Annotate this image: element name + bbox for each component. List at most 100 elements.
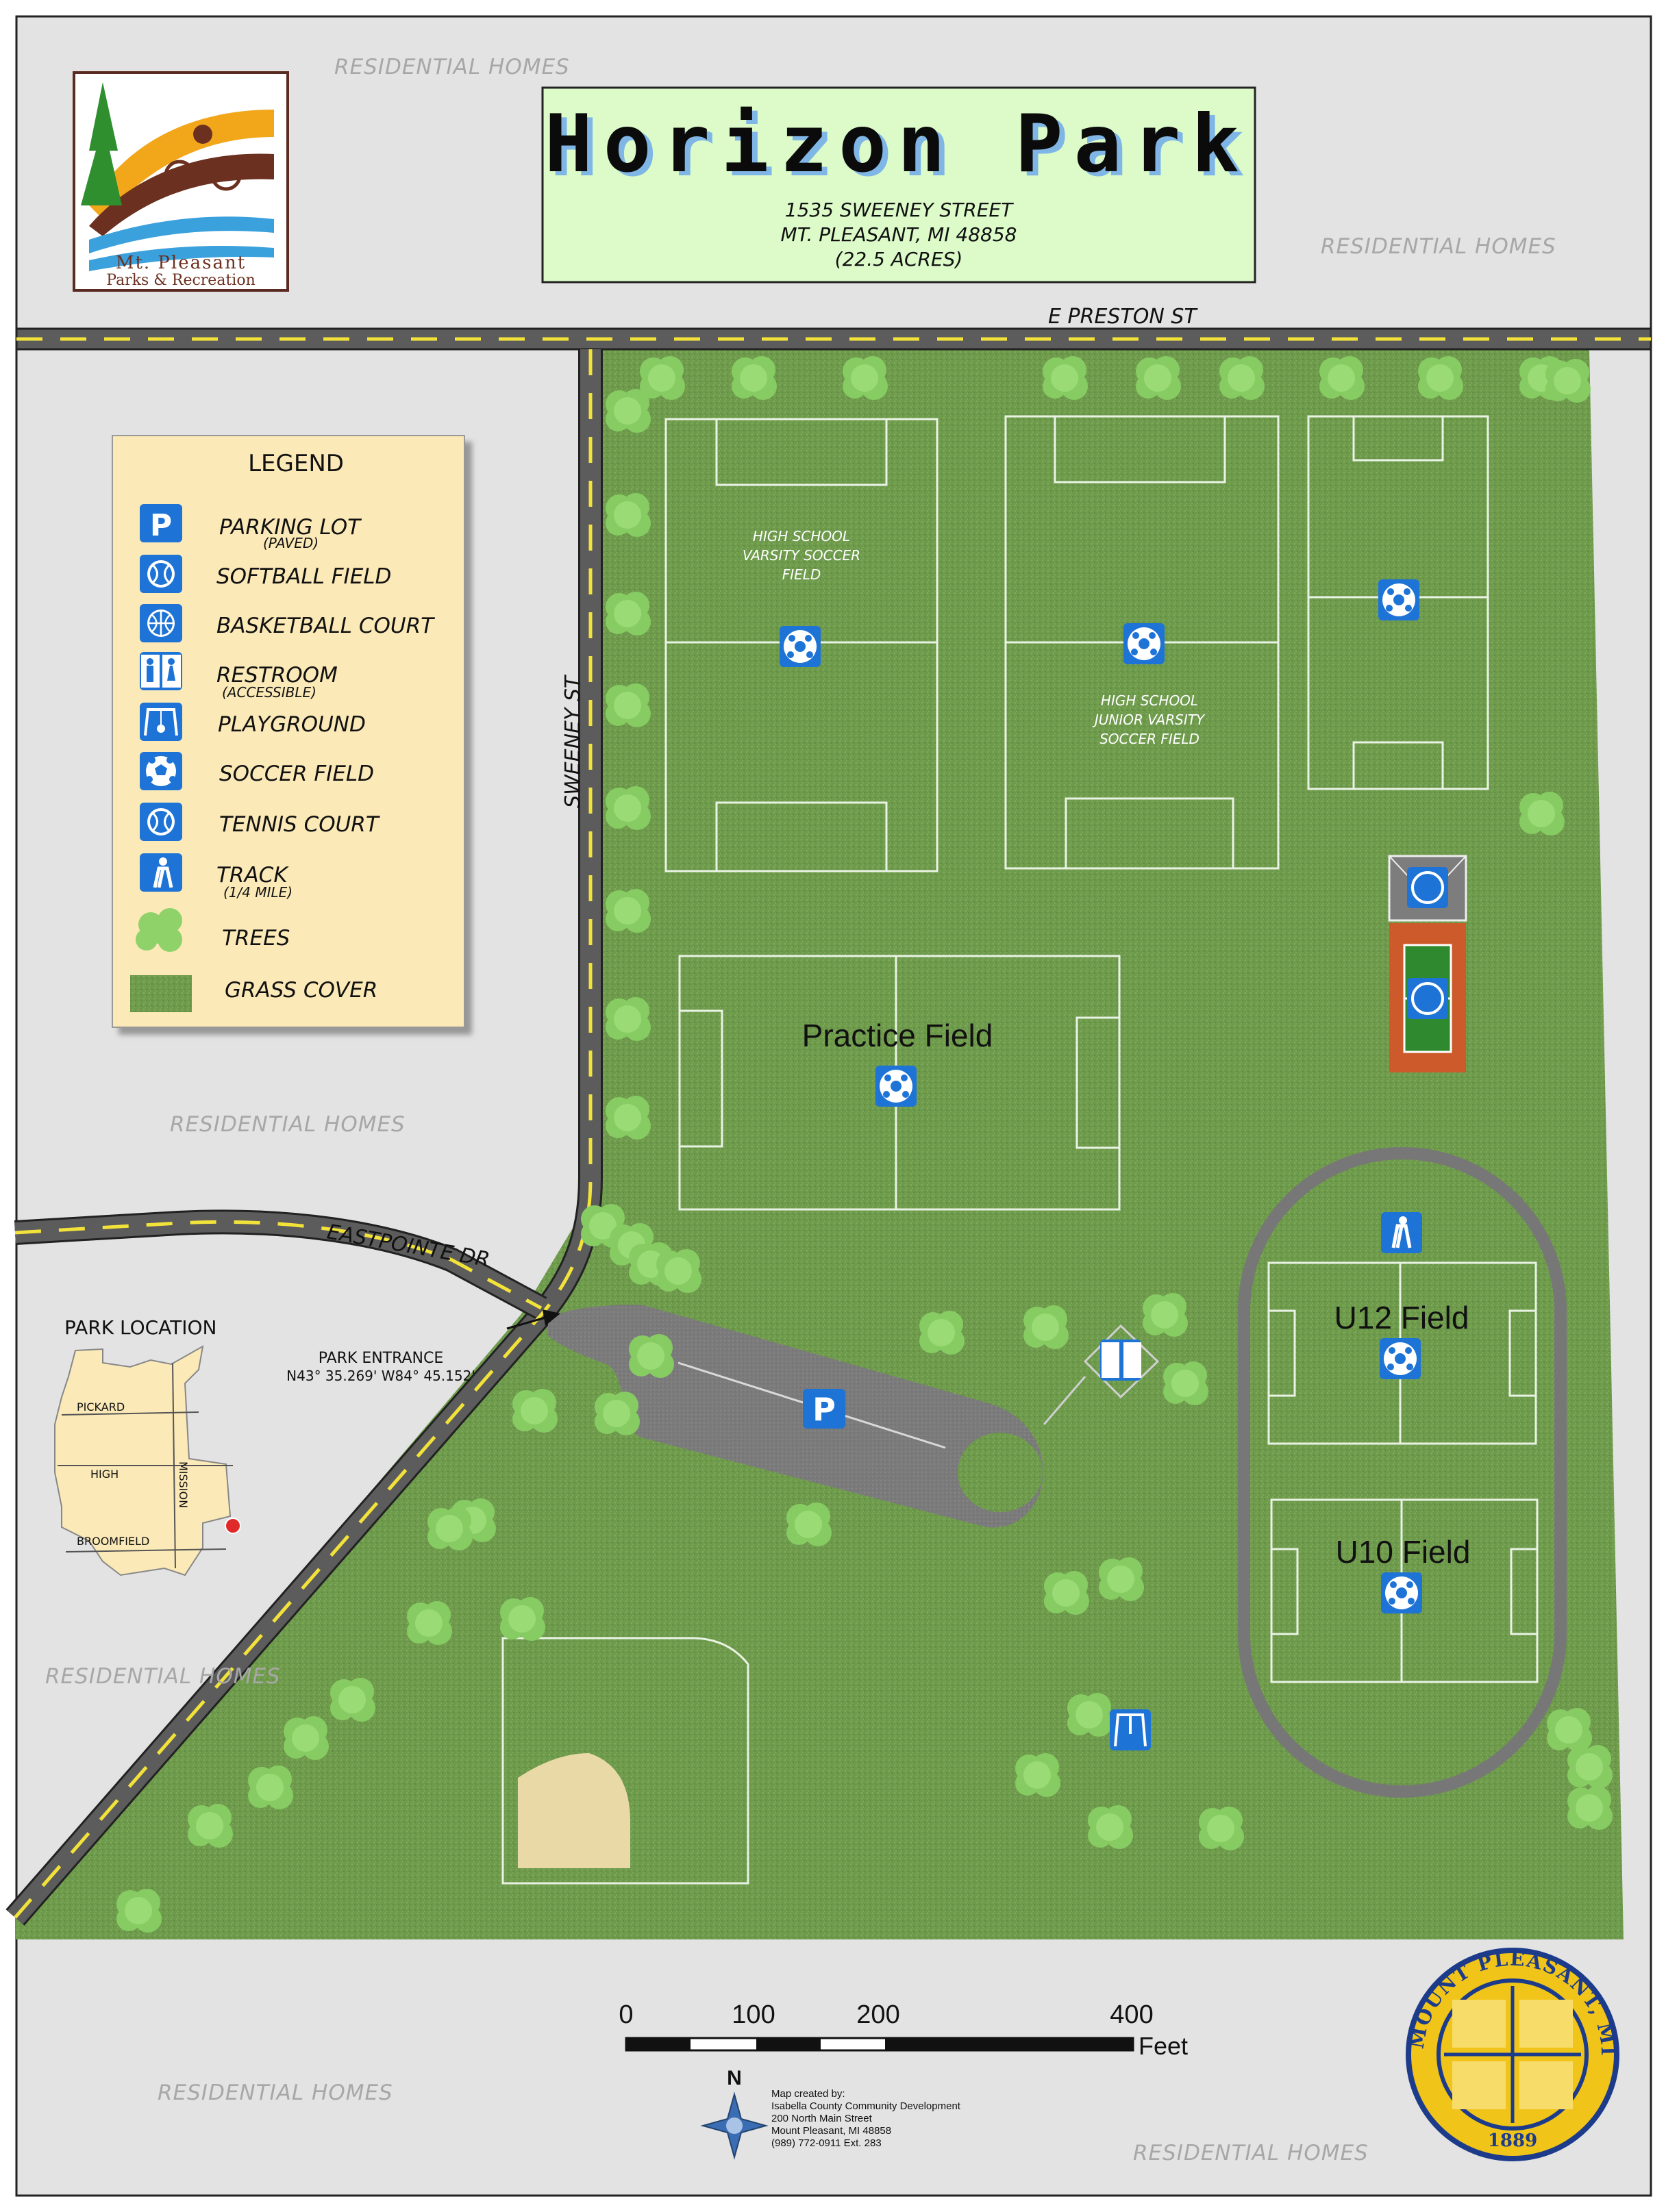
tree-icon	[248, 1765, 293, 1809]
tree-icon	[407, 1601, 452, 1645]
playground-icon	[1110, 1709, 1151, 1750]
junior-varsity-soccer-field: HIGH SCHOOL JUNIOR VARSITY SOCCER FIELD	[1004, 415, 1280, 870]
map-credits: Map created by: Isabella County Communit…	[771, 2088, 961, 2149]
map-icons	[780, 579, 1448, 1750]
address-city: MT. PLEASANT, MI 48858	[781, 223, 1017, 246]
softball-field	[501, 1637, 749, 1885]
tree-icon	[629, 1334, 674, 1378]
trees	[116, 356, 1613, 1933]
park-entrance-coords: N43° 35.269' W84° 45.152'	[286, 1368, 475, 1384]
tree-icon	[656, 1249, 701, 1293]
tree-icon	[919, 1311, 965, 1355]
field-label-line: JUNIOR VARSITY	[1092, 712, 1206, 728]
legend-sublabel: (1/4 MILE)	[223, 884, 293, 901]
residential-label: RESIDENTIAL HOMES	[1321, 234, 1556, 259]
restroom-building	[1043, 1324, 1160, 1425]
street-label-sweeney: SWEENEY ST	[561, 674, 585, 808]
tree-icon	[1136, 356, 1181, 400]
practice-field-label: Practice Field	[802, 1018, 993, 1053]
road-eastpointe	[14, 1209, 547, 1319]
tree-icon	[1567, 1786, 1613, 1830]
tree-icon	[606, 786, 651, 830]
running-track	[1238, 1147, 1567, 1798]
u12-field: U12 Field	[1267, 1261, 1537, 1445]
legend-label: SOFTBALL FIELD	[216, 564, 391, 589]
parking-symbol: P	[812, 1391, 836, 1428]
park-title: Horizon Park	[545, 98, 1250, 190]
legend: LEGEND P PARKING LOT (PAVED) SOFTBALL FI…	[112, 435, 465, 1028]
soccer-icon	[875, 1066, 917, 1107]
tree-icon	[1547, 1708, 1592, 1752]
tree-icon	[1143, 1293, 1188, 1337]
tree-icon	[1043, 356, 1088, 400]
north-label: N	[727, 2067, 742, 2089]
legend-label: PARKING LOT	[219, 515, 362, 540]
tree-icon	[606, 592, 651, 636]
legend-label: TENNIS COURT	[219, 812, 380, 837]
logo-line2: Parks & Recreation	[106, 272, 256, 289]
tree-icon	[1519, 792, 1565, 835]
park-grass-area	[15, 349, 1624, 1939]
practice-field: Practice Field	[678, 955, 1121, 1211]
tree-icon	[1567, 1745, 1613, 1789]
tree-icon	[512, 1389, 558, 1433]
field-label-line: FIELD	[782, 566, 821, 583]
svg-text:P: P	[150, 508, 172, 543]
tree-icon	[606, 683, 651, 727]
inset-road-label: BROOMFIELD	[77, 1535, 149, 1548]
tree-icon	[606, 493, 651, 537]
legend-sublabel: (PAVED)	[263, 535, 319, 551]
u10-field-label: U10 Field	[1336, 1534, 1471, 1570]
north-arrow: N	[700, 2067, 769, 2160]
tree-icon	[595, 1392, 640, 1435]
legend-sublabel: (ACCESSIBLE)	[222, 684, 316, 701]
park-location-title: PARK LOCATION	[64, 1316, 216, 1339]
credit-line: Mount Pleasant, MI 48858	[771, 2125, 891, 2137]
legend-label: RESTROOM	[216, 663, 338, 688]
residential-label: RESIDENTIAL HOMES	[45, 1664, 281, 1689]
tree-icon	[1219, 356, 1265, 400]
credit-line: Map created by:	[771, 2088, 845, 2100]
scale-tick: 0	[619, 2000, 633, 2029]
credit-line: (989) 772-0911 Ext. 283	[771, 2137, 882, 2149]
logo-line1: Mt. Pleasant	[116, 253, 246, 273]
park-entrance: PARK ENTRANCE N43° 35.269' W84° 45.152'	[286, 1309, 560, 1384]
inset-road-label: PICKARD	[77, 1400, 125, 1413]
soccer-icon	[1381, 1572, 1422, 1613]
tree-icon	[843, 356, 888, 400]
soccer-icon	[1380, 1338, 1421, 1379]
street-label-preston: E PRESTON ST	[1048, 305, 1198, 329]
scale-bar: 0 100 200 400 Feet	[619, 2000, 1188, 2060]
road-sweeney	[5, 349, 603, 1926]
inset-road-label: MISSION	[177, 1461, 190, 1508]
legend-label: TREES	[222, 926, 290, 951]
residential-label: RESIDENTIAL HOMES	[1133, 2141, 1369, 2165]
soccer-icon	[1378, 579, 1419, 620]
legend-label: SOCCER FIELD	[219, 762, 374, 786]
tree-icon	[136, 908, 182, 952]
tree-icon	[606, 997, 651, 1041]
tree-icon	[427, 1507, 473, 1550]
address-acres: (22.5 ACRES)	[835, 248, 963, 271]
park-location-inset: PARK LOCATION PICKARD HIGH BROOMFIELD MI…	[54, 1316, 241, 1576]
tree-icon	[732, 356, 777, 400]
tree-icon	[1088, 1805, 1133, 1849]
tree-icon	[500, 1597, 545, 1641]
legend-label: TRACK	[216, 863, 289, 888]
scale-unit: Feet	[1139, 2032, 1188, 2060]
residential-label: RESIDENTIAL HOMES	[170, 1112, 406, 1137]
tree-icon	[606, 889, 651, 933]
park-location-marker	[225, 1518, 241, 1534]
pine-tree-icon	[81, 82, 122, 205]
credit-line: Isabella County Community Development	[771, 2100, 961, 2112]
inset-road-label: HIGH	[90, 1468, 119, 1481]
park-entrance-label: PARK ENTRANCE	[319, 1350, 444, 1367]
parks-logo: Mt. Pleasant Parks & Recreation	[73, 71, 289, 292]
tree-icon	[284, 1716, 329, 1760]
address-street: 1535 SWEENEY STREET	[785, 199, 1014, 221]
seal-year: 1889	[1488, 2131, 1537, 2151]
tree-icon	[1023, 1305, 1069, 1349]
park-title-shadow: Horizon Park	[550, 102, 1256, 194]
tree-icon	[640, 356, 685, 400]
